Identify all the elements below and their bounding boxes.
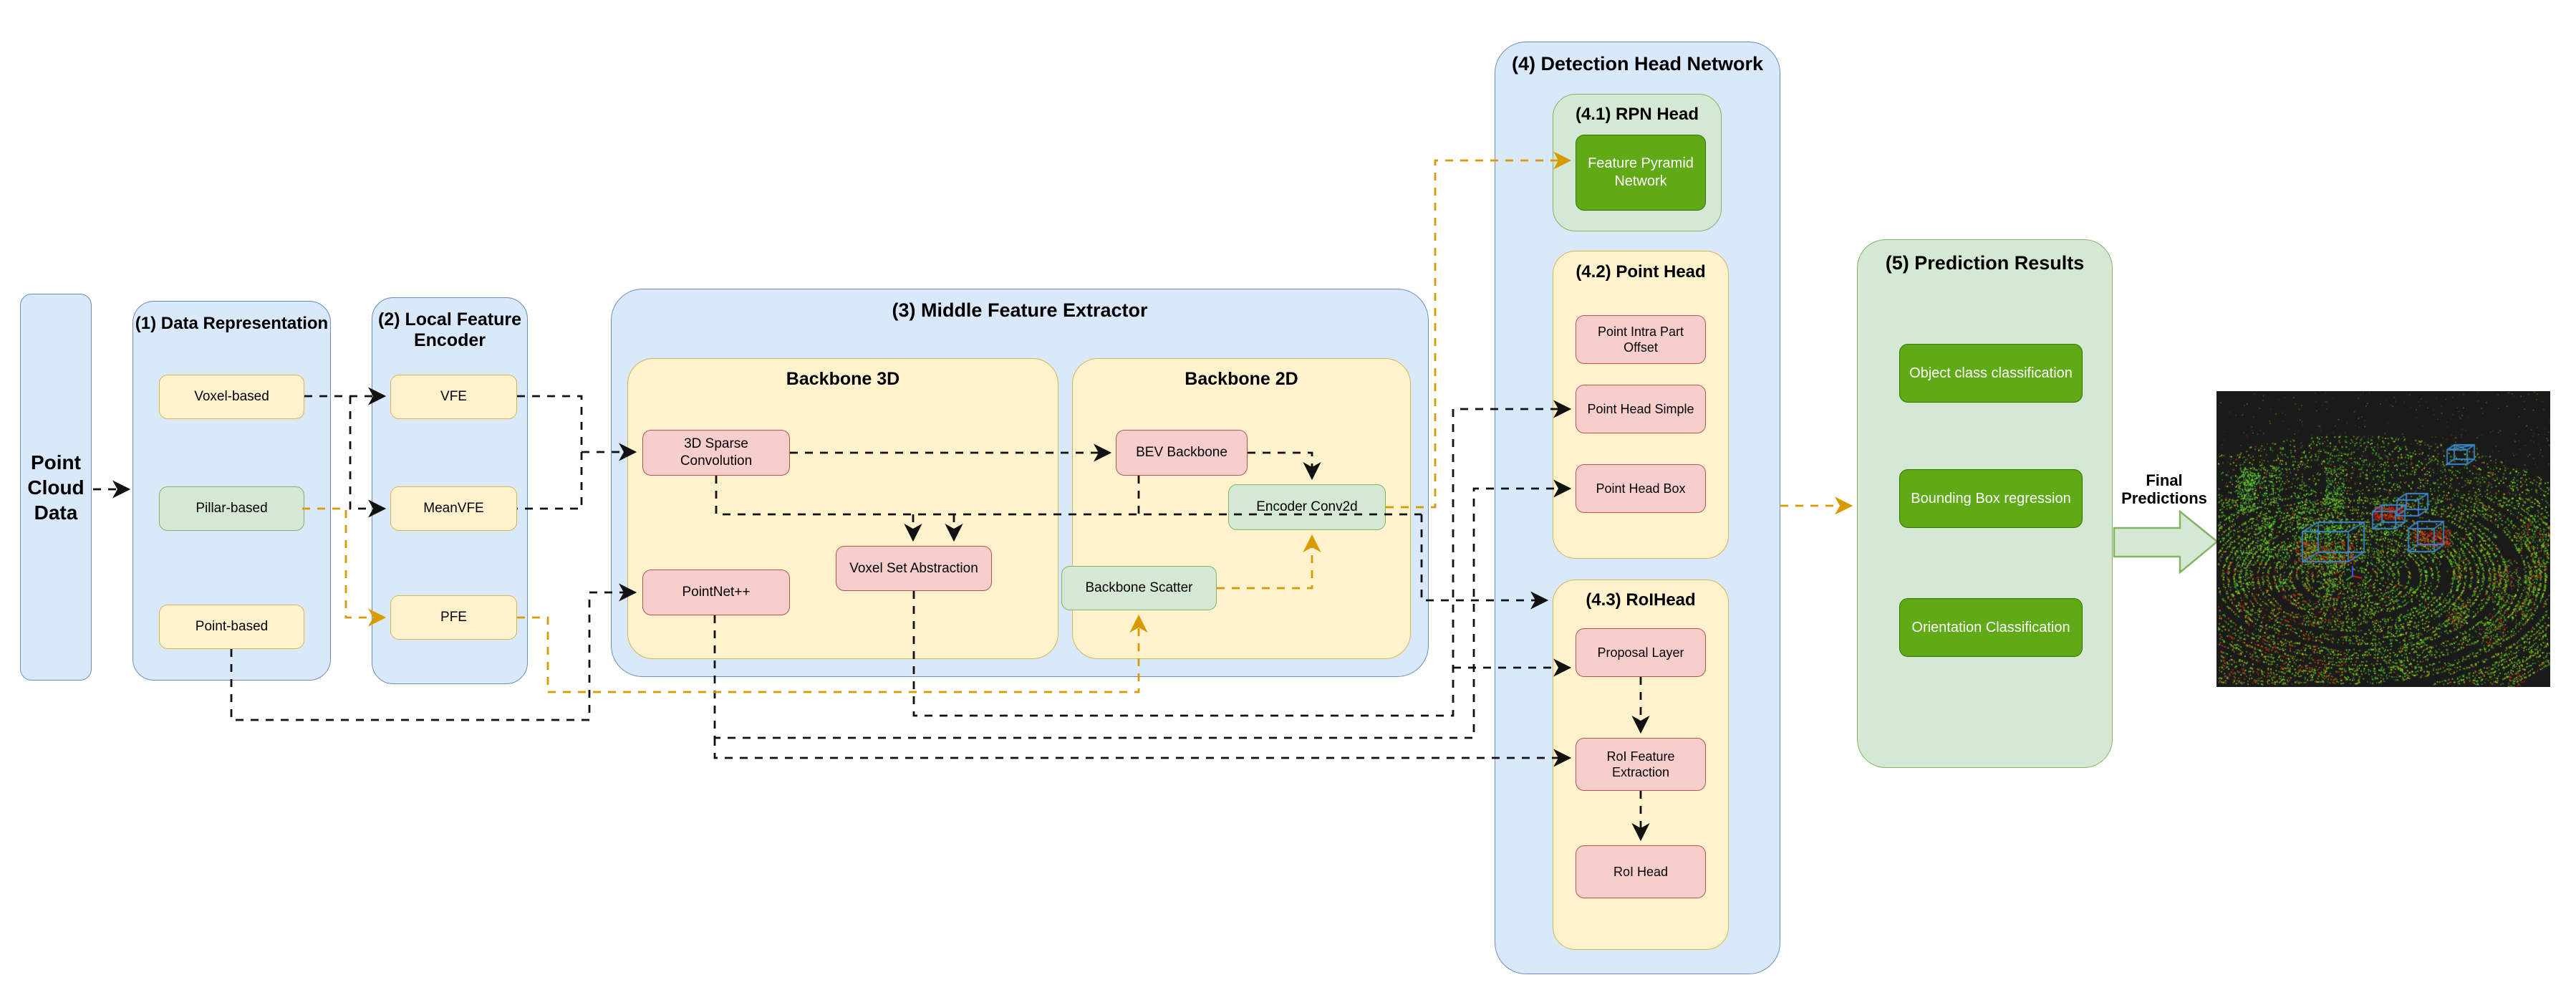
- node-point-cloud-data: Point Cloud Data: [20, 294, 92, 681]
- node-encoder-conv2d: Encoder Conv2d: [1228, 484, 1386, 530]
- node-object-class-classification: Object class classification: [1899, 344, 2083, 403]
- title-point-head: (4.2) Point Head: [1576, 262, 1706, 282]
- title-backbone-3d: Backbone 3D: [786, 369, 900, 389]
- node-roi-head: RoI Head: [1576, 845, 1706, 898]
- title-detection-head-network: (4) Detection Head Network: [1511, 53, 1764, 75]
- node-meanvfe: MeanVFE: [390, 486, 517, 531]
- title-backbone-2d: Backbone 2D: [1185, 369, 1298, 389]
- node-orientation-classification: Orientation Classification: [1899, 598, 2083, 657]
- node-bounding-box-regression: Bounding Box regression: [1899, 469, 2083, 528]
- node-pfe: PFE: [390, 595, 517, 640]
- node-point-intra-part-offset: Point Intra Part Offset: [1576, 315, 1706, 364]
- title-roihead: (4.3) RoIHead: [1586, 590, 1696, 610]
- final-predictions-label: Final Predictions: [2121, 471, 2207, 508]
- node-point-head-box: Point Head Box: [1576, 464, 1706, 513]
- lidar-prediction-image: [2216, 391, 2550, 687]
- node-point-head-simple: Point Head Simple: [1576, 385, 1706, 433]
- node-vfe: VFE: [390, 375, 517, 419]
- node-voxel-set-abstraction: Voxel Set Abstraction: [836, 546, 992, 591]
- title-prediction-results: (5) Prediction Results: [1885, 252, 2085, 274]
- node-roi-feature-extraction: RoI Feature Extraction: [1576, 738, 1706, 791]
- title-data-representation: (1) Data Representation: [135, 314, 329, 333]
- title-middle-feature-extractor: (3) Middle Feature Extractor: [892, 299, 1148, 321]
- title-local-feature-encoder: (2) Local Feature Encoder: [377, 309, 522, 350]
- title-rpn-head: (4.1) RPN Head: [1575, 105, 1699, 124]
- node-feature-pyramid-network: Feature Pyramid Network: [1576, 135, 1706, 211]
- node-bev-backbone: BEV Backbone: [1116, 430, 1248, 476]
- node-proposal-layer: Proposal Layer: [1576, 628, 1706, 677]
- node-3d-sparse-convolution: 3D Sparse Convolution: [642, 430, 790, 476]
- node-pillar-based: Pillar-based: [159, 486, 304, 531]
- node-pointnetpp: PointNet++: [642, 570, 790, 615]
- node-voxel-based: Voxel-based: [159, 375, 304, 419]
- node-backbone-scatter: Backbone Scatter: [1061, 566, 1217, 610]
- node-point-based: Point-based: [159, 605, 304, 649]
